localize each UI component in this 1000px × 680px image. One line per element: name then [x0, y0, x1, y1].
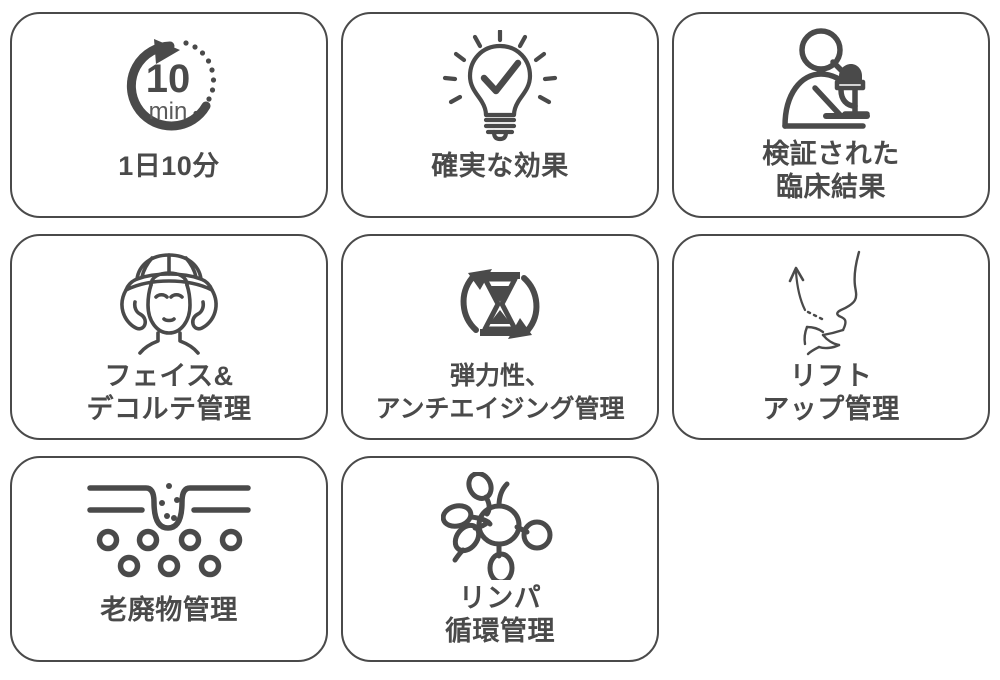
hourglass-cycle-icon: [343, 250, 657, 358]
feature-card-label-line: 確実な効果: [431, 151, 569, 181]
empty-grid-cell: [672, 456, 990, 662]
feature-card-label: リフト アップ管理: [674, 358, 988, 438]
feature-card-label: 確実な効果: [343, 144, 657, 216]
feature-card-label-line: 老廃物管理: [100, 595, 238, 625]
feature-card-daily-10-min[interactable]: 10 min 1日10分: [10, 12, 328, 218]
microscope-researcher-icon: [674, 28, 988, 136]
feature-card-verified-clinical-results[interactable]: 検証された 臨床結果: [672, 12, 990, 218]
feature-card-label-line: フェイス&: [104, 361, 234, 391]
feature-card-face-decollete-care[interactable]: フェイス& デコルテ管理: [10, 234, 328, 440]
feature-card-label-line: アップ管理: [762, 394, 900, 424]
feature-card-label-line: 循環管理: [445, 616, 555, 646]
feature-card-label-line: 検証された: [762, 139, 900, 169]
feature-card-certain-effect[interactable]: 確実な効果: [341, 12, 659, 218]
feature-card-waste-management[interactable]: 老廃物管理: [10, 456, 328, 662]
feature-card-label: フェイス& デコルテ管理: [12, 358, 326, 438]
lymph-node-network-icon: [343, 472, 657, 580]
feature-card-label-line: リフト: [789, 361, 873, 391]
lightbulb-check-icon: [343, 28, 657, 144]
feature-card-label-line: デコルテ管理: [86, 394, 252, 424]
pore-waste-icon: [12, 472, 326, 588]
timer-unit-text: min: [149, 98, 188, 125]
feature-card-label: 弾力性、 アンチエイジング管理: [343, 358, 657, 438]
feature-card-lymph-circulation-care[interactable]: リンパ 循環管理: [341, 456, 659, 662]
feature-card-label: リンパ 循環管理: [343, 580, 657, 660]
feature-card-label-line: 弾力性、: [449, 362, 550, 390]
feature-card-label: 老廃物管理: [12, 588, 326, 660]
feature-card-lift-up-care[interactable]: リフト アップ管理: [672, 234, 990, 440]
feature-card-elasticity-anti-aging-care[interactable]: 弾力性、 アンチエイジング管理: [341, 234, 659, 440]
feature-card-label-line: リンパ: [458, 583, 542, 613]
timer-value-text: 10: [146, 57, 191, 101]
feature-card-label-line: アンチエイジング管理: [375, 395, 625, 423]
feature-card-label-line: 臨床結果: [776, 172, 886, 202]
facial-massage-icon: [12, 250, 326, 358]
feature-card-label: 1日10分: [12, 144, 326, 216]
timer-10-min-icon: 10 min: [12, 28, 326, 144]
feature-card-grid: 10 min 1日10分: [10, 12, 990, 668]
feature-card-label-line: 1日10分: [118, 151, 220, 181]
face-profile-lift-icon: [674, 250, 988, 358]
feature-card-label: 検証された 臨床結果: [674, 136, 988, 216]
